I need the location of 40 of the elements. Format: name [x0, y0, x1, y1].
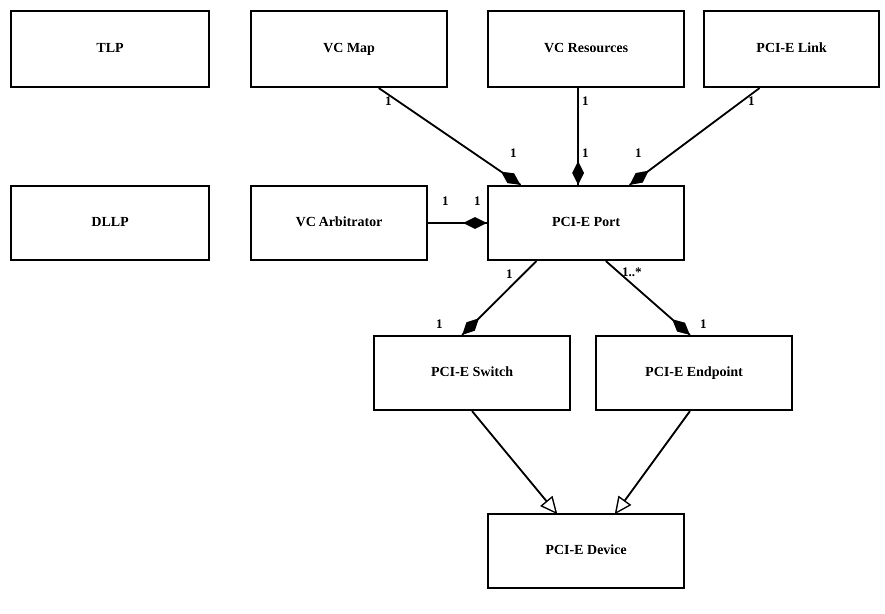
multiplicity-label: 1	[442, 193, 448, 209]
composition-line	[572, 88, 584, 185]
class-box	[373, 335, 571, 411]
class-name: PCI-E Port	[552, 215, 620, 231]
multiplicity-label: 1	[510, 145, 516, 161]
class-name: PCI-E Device	[545, 543, 627, 559]
class-name: PCI-E Endpoint	[645, 365, 743, 381]
class-name: VC Arbitrator	[296, 215, 382, 231]
multiplicity-label: 1	[748, 93, 754, 109]
class-name: PCI-E Switch	[430, 365, 514, 381]
multiplicity-label: 1	[700, 316, 706, 332]
composition-line	[461, 260, 538, 336]
multiplicity-label: 1	[582, 145, 588, 161]
class-box	[250, 185, 428, 261]
multiplicity-label: 1	[436, 316, 442, 332]
class-name: TLP	[96, 41, 124, 57]
multiplicity-label: 1	[385, 93, 392, 109]
class-name: DLLP	[91, 215, 129, 231]
multiplicity-label: 1	[635, 145, 642, 161]
composition-line	[605, 260, 691, 336]
multiplicity-label: 1	[474, 193, 480, 209]
generalization-arrow	[471, 410, 558, 514]
class-box	[10, 185, 210, 261]
multiplicity-label: 1	[582, 93, 588, 109]
class-name: VC Resources	[544, 41, 628, 57]
class-box	[487, 10, 685, 88]
class-box	[487, 185, 685, 261]
class-box	[10, 10, 210, 88]
composition-line	[628, 87, 760, 186]
class-box	[703, 10, 880, 88]
class-box	[487, 513, 685, 589]
class-box	[595, 335, 793, 411]
multiplicity-label: 1..*	[622, 264, 642, 280]
generalization-arrow	[614, 410, 691, 514]
class-box	[250, 10, 448, 88]
class-name: VC Map	[323, 41, 375, 57]
composition-line	[428, 217, 487, 229]
composition-line	[378, 87, 522, 186]
class-name: PCI-E Link	[756, 41, 827, 57]
multiplicity-label: 1	[506, 266, 512, 282]
